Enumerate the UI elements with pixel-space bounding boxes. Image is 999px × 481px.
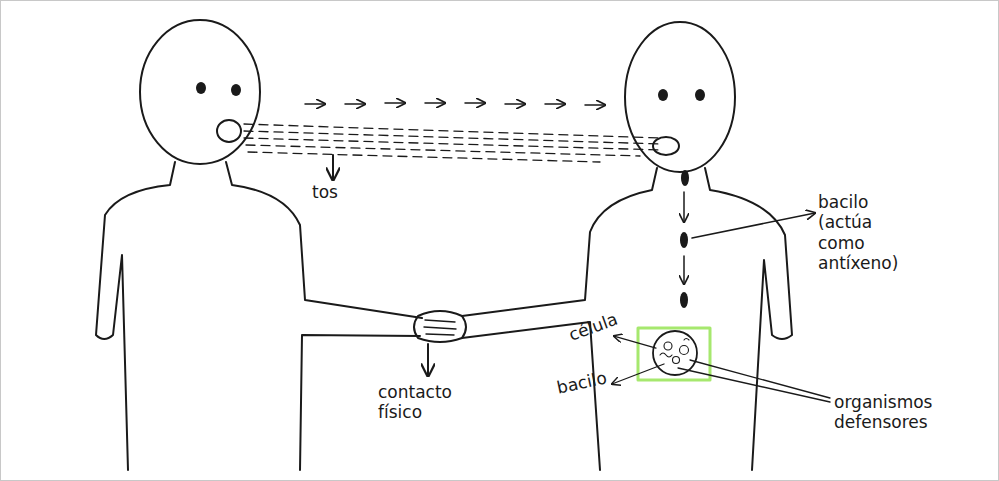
body-outline <box>226 162 422 318</box>
body-outline <box>462 322 600 470</box>
body-outline <box>705 168 792 470</box>
flow-arrow <box>683 256 685 284</box>
flow-arrow <box>683 192 685 222</box>
bacillus <box>680 170 689 308</box>
annotation-label: contacto físico <box>378 382 478 423</box>
leader-line <box>692 213 815 238</box>
cell <box>653 331 697 375</box>
mouths <box>217 120 679 155</box>
pointer-arrow <box>332 155 334 180</box>
annotation-label: célula <box>566 305 629 345</box>
cough-spray <box>244 124 662 162</box>
face-features <box>196 82 705 101</box>
leader-line <box>614 336 656 348</box>
leader-line <box>612 364 664 384</box>
body-outline <box>462 168 657 316</box>
defender-organisms <box>660 339 689 364</box>
leader-line <box>690 360 830 398</box>
leader-line <box>678 368 830 402</box>
body-outline <box>96 162 175 470</box>
pointer-arrow <box>427 344 429 376</box>
handshake <box>414 311 466 342</box>
head <box>140 20 260 164</box>
flow-arrows <box>305 103 605 105</box>
annotation-label: bacilo <box>555 366 618 398</box>
annotation-label: bacilo (actúa como antíxeno) <box>818 192 918 274</box>
annotation-label: organismos defensores <box>834 392 974 433</box>
fingers <box>424 320 456 335</box>
annotation-label: tos <box>312 182 372 202</box>
